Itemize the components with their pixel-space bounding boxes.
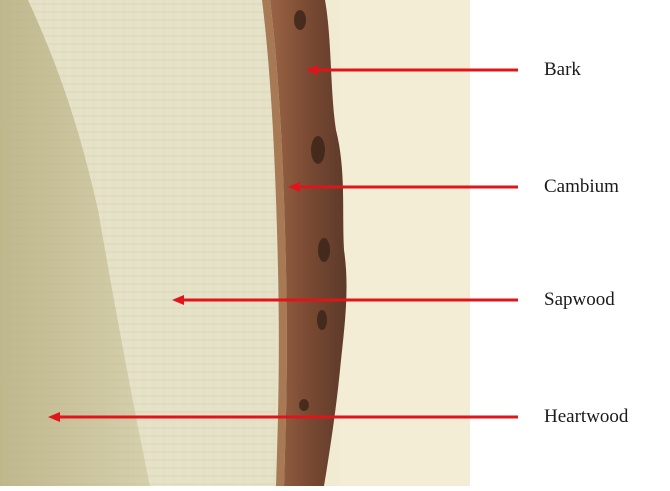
- label-sapwood: Sapwood: [544, 290, 615, 309]
- label-heartwood: Heartwood: [544, 407, 628, 426]
- label-bark: Bark: [544, 60, 581, 79]
- label-cambium: Cambium: [544, 177, 619, 196]
